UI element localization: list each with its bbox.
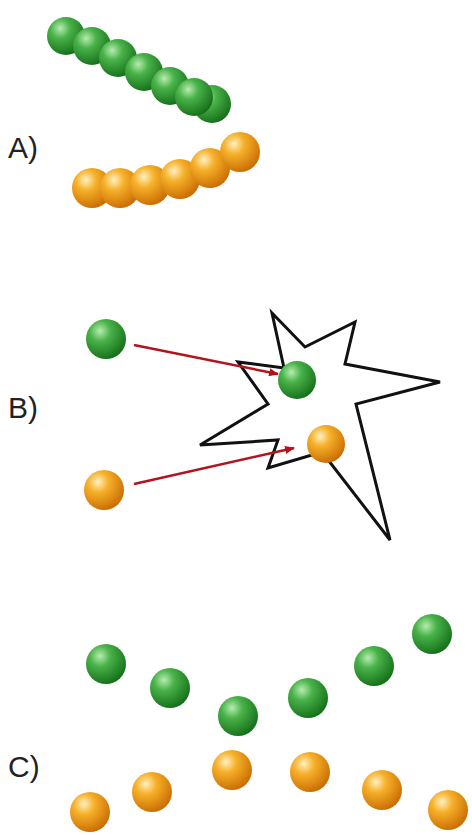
panel-label: A) (8, 133, 38, 163)
green-chain (47, 17, 231, 123)
orange-chain (72, 132, 260, 208)
orange-spheres (70, 750, 468, 832)
panel-label: B) (8, 393, 38, 423)
orange-sphere (307, 425, 345, 463)
green-sphere (86, 319, 126, 359)
motion-arrow (134, 345, 278, 374)
green-spheres (86, 614, 452, 736)
orange-sphere (84, 470, 124, 510)
panel-label: C) (8, 752, 40, 782)
green-sphere (278, 361, 316, 399)
collision-burst (200, 313, 440, 540)
motion-arrow (134, 448, 294, 484)
